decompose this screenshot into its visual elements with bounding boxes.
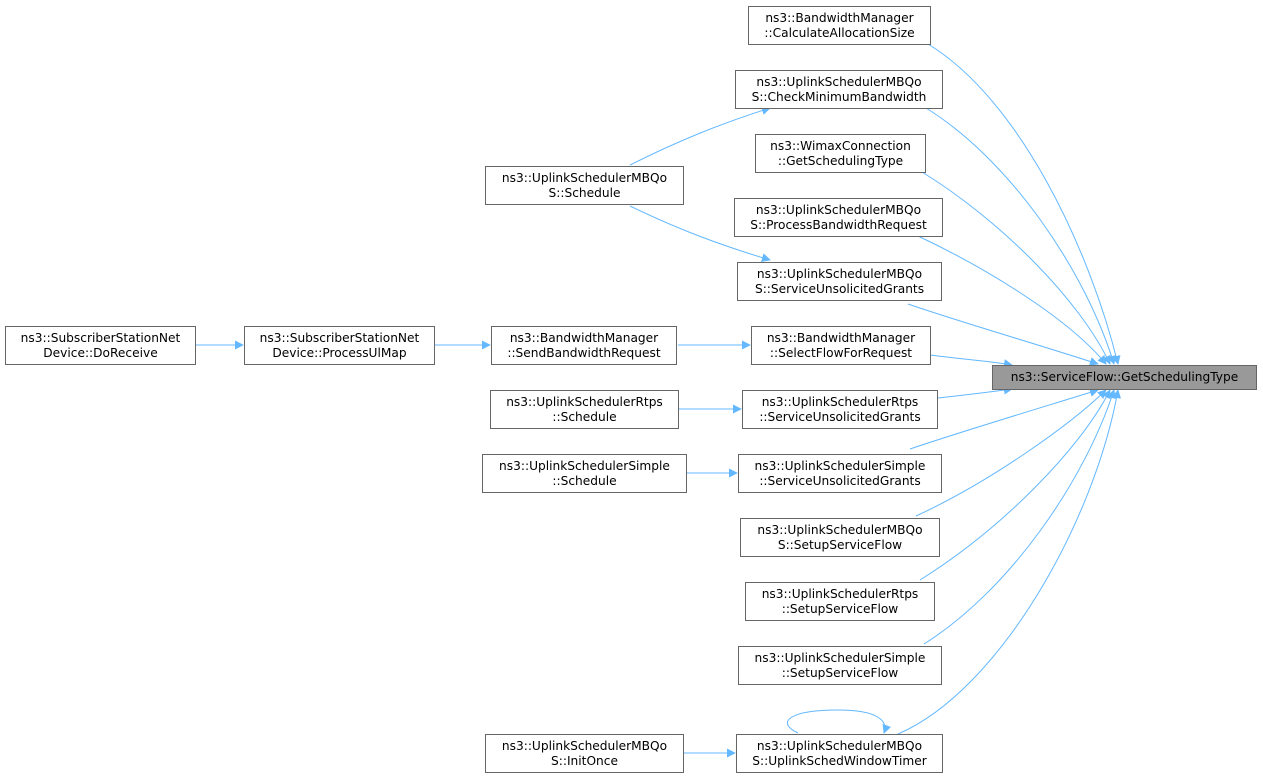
edge-simplessf-to-target [923,389,1116,645]
node-target[interactable]: ns3::ServiceFlow::GetSchedulingType [992,365,1257,390]
node-simplessf[interactable]: ns3::UplinkSchedulerSimple::SetupService… [738,646,942,685]
edge-simpleug-to-target [909,388,1099,450]
node-simplesch[interactable]: ns3::UplinkSchedulerSimple::Schedule [482,454,687,493]
node-rtpsssf[interactable]: ns3::UplinkSchedulerRtps::SetupServiceFl… [745,582,935,621]
edge-wintimer-self [786,709,891,734]
edge-mbqosssf-to-target [915,389,1107,517]
edge-rtpsug-to-target [937,385,1013,399]
edge-mbqossch-to-checkmin [629,106,771,166]
edge-wintimer-to-target [897,389,1122,735]
node-rtpssch[interactable]: ns3::UplinkSchedulerRtps::Schedule [490,390,679,429]
edge-calcalloc-to-target [927,43,1121,365]
node-selflow[interactable]: ns3::BandwidthManager::SelectFlowForRequ… [751,326,931,365]
node-rtpsug[interactable]: ns3::UplinkSchedulerRtps::ServiceUnsolic… [742,390,938,429]
edge-wimax-to-target [921,171,1111,365]
edge-mbqossch-to-mbqosug [629,205,771,262]
edge-rtpsssf-to-target [919,389,1111,581]
node-calcalloc[interactable]: ns3::BandwidthManager::CalculateAllocati… [748,6,931,45]
edge-procbw-to-target [917,235,1107,365]
node-sendbw[interactable]: ns3::BandwidthManager::SendBandwidthRequ… [491,326,677,365]
node-wimax[interactable]: ns3::WimaxConnection::GetSchedulingType [755,134,926,173]
edge-checkmin-to-target [925,107,1116,365]
edge-mbqosug-to-target [907,303,1099,366]
edge-selflow-to-target [929,354,1013,368]
node-simpleug[interactable]: ns3::UplinkSchedulerSimple::ServiceUnsol… [738,454,942,493]
